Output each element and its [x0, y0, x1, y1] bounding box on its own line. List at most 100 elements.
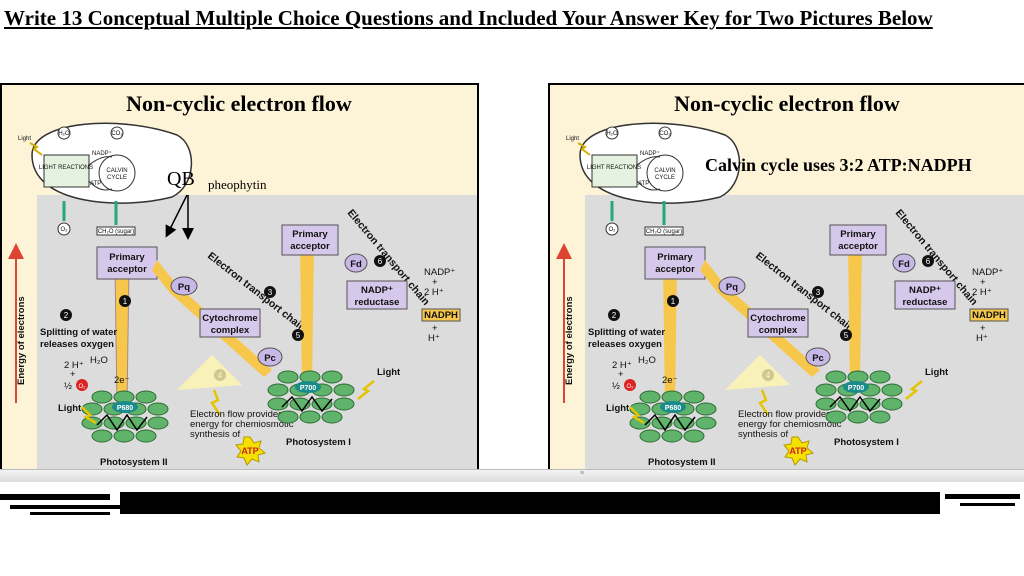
svg-text:Cytochrome: Cytochrome: [750, 313, 805, 324]
primary-acceptor-ps2: [96, 246, 158, 280]
svg-text:LIGHT REACTIONS: LIGHT REACTIONS: [587, 165, 641, 171]
cytochrome-complex: [199, 308, 261, 338]
svg-text:2: 2: [64, 311, 69, 320]
svg-text:energy for chemiosmotic: energy for chemiosmotic: [738, 419, 842, 430]
chloroplast-overview: LIGHT REACTIONS CALVIN CYCLE NADP⁺ ATP L…: [566, 122, 741, 236]
svg-text:ATP: ATP: [638, 181, 649, 187]
svg-text:2 H⁺: 2 H⁺: [972, 287, 992, 298]
svg-text:Pq: Pq: [726, 282, 738, 293]
svg-text:NADP⁺: NADP⁺: [909, 285, 941, 296]
photosystem-2-label: Photosystem II: [100, 457, 168, 468]
svg-text:H₂O: H₂O: [58, 131, 70, 137]
black-bar: [120, 492, 940, 514]
svg-text:1: 1: [123, 297, 128, 306]
svg-text:releases oxygen: releases oxygen: [588, 339, 662, 350]
svg-text:Light: Light: [925, 367, 949, 378]
svg-text:Light: Light: [18, 136, 31, 142]
svg-text:NADP⁺: NADP⁺: [361, 285, 393, 296]
svg-text:Fd: Fd: [898, 259, 910, 270]
svg-text:CALVIN: CALVIN: [106, 168, 127, 174]
fd-carrier: [892, 253, 916, 273]
atp-burst-label: ATP: [789, 446, 806, 456]
page-heading: Write 13 Conceptual Multiple Choice Ques…: [4, 6, 933, 30]
p680-label: P680: [117, 405, 133, 412]
svg-text:CH₂O (sugar): CH₂O (sugar): [646, 229, 682, 235]
svg-text:H⁺: H⁺: [976, 333, 988, 344]
primary-acceptor-ps1: [829, 224, 887, 256]
chloroplast-overview: LIGHT REACTIONS CALVIN CYCLE NADP⁺ ATP L…: [18, 122, 193, 236]
svg-text:+: +: [980, 323, 986, 334]
atp-burst-label: ATP: [241, 446, 258, 456]
svg-text:Light: Light: [606, 403, 630, 414]
callout-qb: QB: [167, 168, 195, 190]
callout-calvin-ratio: Calvin cycle uses 3:2 ATP:NADPH: [705, 155, 972, 175]
svg-text:O₂: O₂: [627, 384, 635, 390]
horizontal-scrollbar[interactable]: [0, 469, 1024, 482]
svg-text:2e⁻: 2e⁻: [114, 375, 130, 386]
scrollbar-grip-icon[interactable]: ≡: [580, 470, 585, 477]
svg-text:Light: Light: [566, 136, 579, 142]
diagram-right-svg: Non-cyclic electron flow LIGHT REACTIONS…: [556, 91, 1024, 470]
svg-text:+: +: [432, 277, 438, 288]
svg-text:3: 3: [268, 288, 273, 297]
svg-text:1: 1: [671, 297, 676, 306]
panel-title: Non-cyclic electron flow: [674, 91, 900, 116]
primary-acceptor-ps1: [281, 224, 339, 256]
svg-text:2 H⁺: 2 H⁺: [424, 287, 444, 298]
p700-label: P700: [848, 385, 864, 392]
svg-text:ATP: ATP: [90, 181, 101, 187]
svg-text:NADP⁺: NADP⁺: [640, 150, 660, 157]
svg-text:NADP⁺: NADP⁺: [92, 150, 112, 157]
photosystem-1-cluster: [267, 370, 355, 424]
energy-axis-label: Energy of electrons: [16, 296, 27, 385]
svg-text:synthesis of: synthesis of: [738, 429, 789, 440]
svg-text:releases oxygen: releases oxygen: [40, 339, 114, 350]
svg-text:Primary: Primary: [657, 252, 693, 263]
nadp-reductase: [894, 280, 956, 310]
svg-text:complex: complex: [211, 325, 250, 336]
scribble-mark: [30, 512, 110, 515]
svg-text:H⁺: H⁺: [428, 333, 440, 344]
diagram-panel-left: Non-cyclic electron flow LIGHT REACTIONS…: [0, 83, 479, 472]
svg-text:½: ½: [612, 381, 620, 392]
svg-text:NADP⁺: NADP⁺: [972, 267, 1003, 278]
svg-text:acceptor: acceptor: [655, 264, 695, 275]
cytochrome-complex: [747, 308, 809, 338]
svg-text:O₂: O₂: [61, 227, 69, 233]
svg-text:+: +: [70, 369, 76, 380]
svg-text:Cytochrome: Cytochrome: [202, 313, 257, 324]
svg-text:2e⁻: 2e⁻: [662, 375, 678, 386]
p700-label: P700: [300, 385, 316, 392]
svg-text:CYCLE: CYCLE: [107, 175, 127, 181]
svg-text:NADP⁺: NADP⁺: [424, 267, 455, 278]
diagram-panel-right: Non-cyclic electron flow LIGHT REACTIONS…: [548, 83, 1024, 472]
svg-text:CH₂O (sugar): CH₂O (sugar): [98, 229, 134, 235]
svg-text:2: 2: [612, 311, 617, 320]
svg-text:+: +: [432, 323, 438, 334]
svg-text:Light: Light: [377, 367, 401, 378]
svg-text:6: 6: [378, 257, 383, 266]
pq-carrier: [718, 276, 746, 296]
svg-text:reductase: reductase: [903, 297, 948, 308]
svg-text:+: +: [980, 277, 986, 288]
svg-text:CYCLE: CYCLE: [655, 175, 675, 181]
svg-text:acceptor: acceptor: [107, 264, 147, 275]
svg-text:LIGHT REACTIONS: LIGHT REACTIONS: [39, 165, 93, 171]
photosystem-1-label: Photosystem I: [834, 437, 899, 448]
svg-text:Splitting of water: Splitting of water: [588, 327, 665, 338]
svg-text:+: +: [618, 369, 624, 380]
svg-text:Pc: Pc: [264, 353, 276, 364]
svg-text:Primary: Primary: [840, 229, 876, 240]
svg-text:Fd: Fd: [350, 259, 362, 270]
svg-text:reductase: reductase: [355, 297, 400, 308]
scribble-mark: [10, 505, 240, 509]
photosystem-2-label: Photosystem II: [648, 457, 716, 468]
svg-text:6: 6: [926, 257, 931, 266]
primary-acceptor-ps2: [644, 246, 706, 280]
svg-text:½: ½: [64, 381, 72, 392]
fd-carrier: [344, 253, 368, 273]
scribble-mark: [960, 503, 1015, 506]
nadp-reductase: [346, 280, 408, 310]
svg-text:Pc: Pc: [812, 353, 824, 364]
svg-text:Electron flow provides: Electron flow provides: [190, 409, 283, 420]
